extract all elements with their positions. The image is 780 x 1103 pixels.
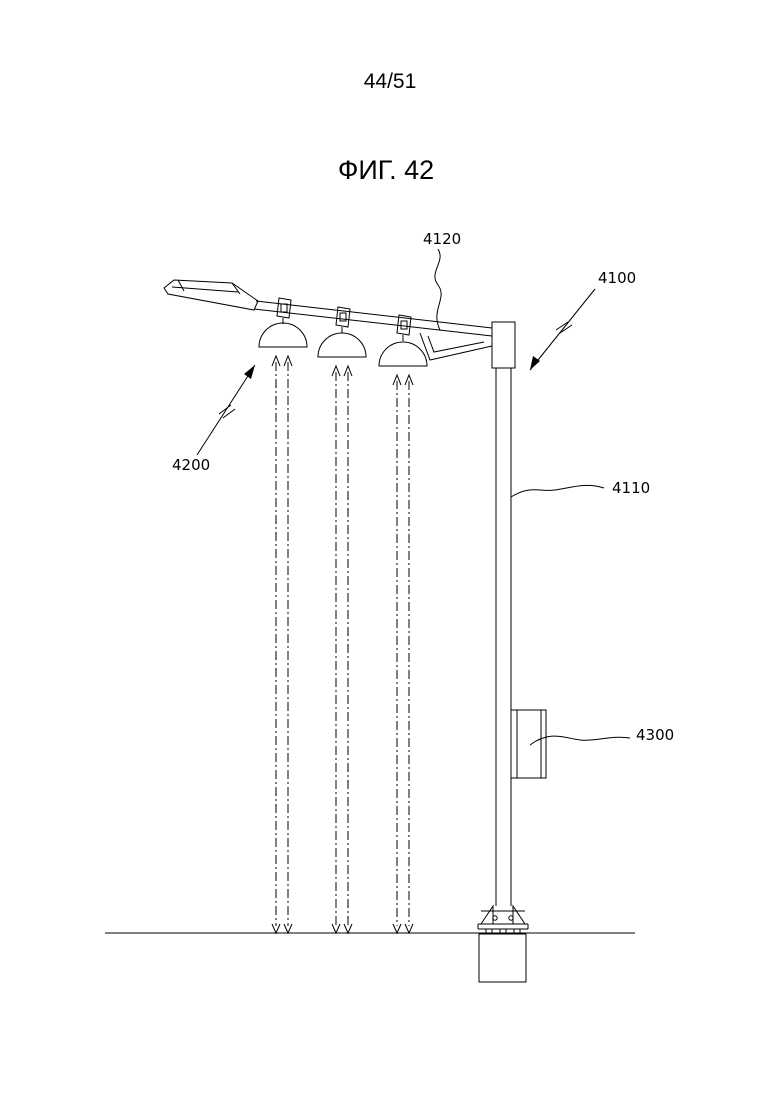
beam-arrowheads <box>272 356 413 933</box>
dome-lamp-2 <box>318 333 366 357</box>
arrow-4100 <box>530 289 595 370</box>
pole <box>492 322 515 906</box>
label-4200: 4200 <box>172 456 210 474</box>
arrowhead-4100 <box>530 356 540 370</box>
luminaire-head <box>164 280 258 310</box>
label-4110: 4110 <box>612 479 650 497</box>
pole-base <box>478 906 528 934</box>
arrowhead-4200 <box>244 365 255 379</box>
dome-lamp-3 <box>379 342 427 366</box>
sensor-mount-1 <box>277 298 291 324</box>
foundation-block <box>479 934 526 982</box>
light-beam-1 <box>276 362 288 926</box>
leader-4120 <box>435 249 441 330</box>
leader-4110 <box>511 485 604 497</box>
control-box <box>511 710 546 778</box>
label-4120: 4120 <box>423 230 461 248</box>
label-4300: 4300 <box>636 726 674 744</box>
leader-4300 <box>530 736 630 745</box>
dome-lamp-1 <box>259 323 307 347</box>
light-beam-3 <box>397 381 409 926</box>
label-4100: 4100 <box>598 269 636 287</box>
light-beam-2 <box>336 372 348 926</box>
arrow-4200 <box>197 365 255 455</box>
